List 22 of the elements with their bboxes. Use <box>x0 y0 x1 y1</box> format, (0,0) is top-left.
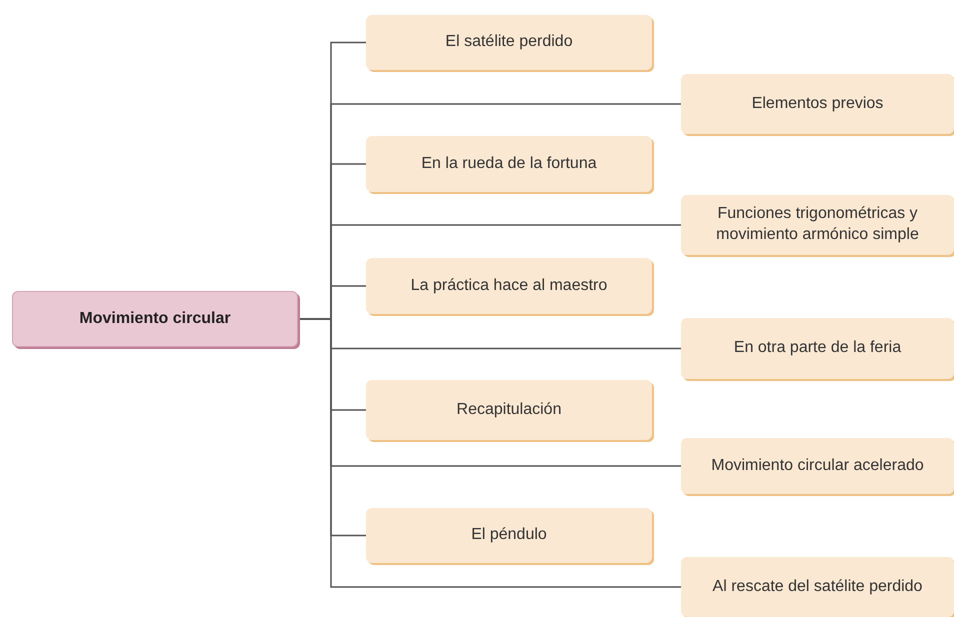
topic-label: Elementos previos <box>752 94 884 114</box>
topic-label: Recapitulación <box>456 400 562 420</box>
subtopic-box <box>681 195 954 255</box>
subtopic-box <box>366 258 652 314</box>
subtopic-box <box>366 136 652 192</box>
subtopic-box <box>681 438 954 494</box>
topic-label: El péndulo <box>471 525 547 546</box>
topic-label: Movimiento circular acelerado <box>711 456 924 476</box>
subtopic-box <box>366 380 652 440</box>
subtopic-box <box>366 15 652 70</box>
subtopic-box <box>681 318 954 379</box>
subtopic-box <box>366 508 652 563</box>
subtopic-box <box>681 74 954 134</box>
topic-label: El satélite perdido <box>445 32 573 52</box>
topic-label: Al rescate del satélite perdido <box>712 576 922 597</box>
topic-label: La práctica hace al maestro <box>410 276 608 296</box>
subtopic-box <box>681 557 954 617</box>
topic-box <box>12 291 298 347</box>
topic-label: Movimiento circular <box>79 308 231 329</box>
topic-label: En otra parte de la feria <box>734 338 902 358</box>
topic-label: Funciones trigonométricas y movimiento armónico simple <box>715 204 920 245</box>
topic-label: En la rueda de la fortuna <box>421 154 597 174</box>
